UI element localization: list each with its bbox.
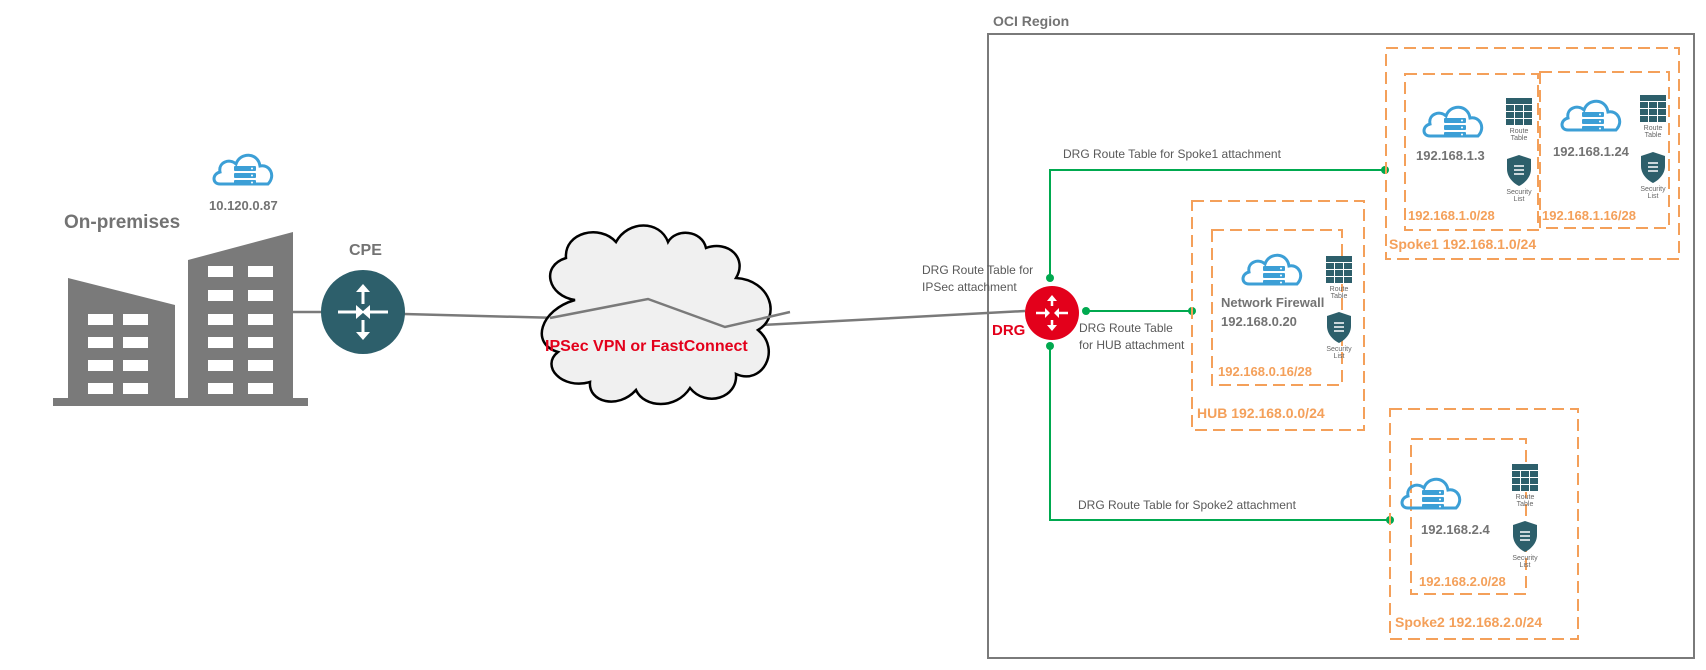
security-list-caption: Security List [1512, 555, 1538, 569]
route-ipsec-label: DRG Route Table for IPSec attachment [922, 263, 1034, 294]
route-table-icon [1512, 464, 1538, 492]
firewall-name: Network Firewall [1221, 295, 1325, 310]
spoke1b-cloud-server-icon [1560, 99, 1622, 133]
spoke1-vcn-label: Spoke1 192.168.1.0/24 [1389, 236, 1537, 252]
security-list-caption: Security List [1326, 346, 1352, 360]
oci-region-frame [987, 33, 1695, 659]
security-list-icon [1506, 154, 1532, 187]
hub-subnet-label: 192.168.0.16/28 [1218, 364, 1312, 379]
cpe-label: CPE [349, 242, 382, 259]
route-table-caption: Route Table [1329, 286, 1349, 300]
onprem-ip: 10.120.0.87 [209, 198, 278, 213]
spoke2-ip: 192.168.2.4 [1421, 522, 1490, 537]
drg-router-icon [1025, 286, 1079, 340]
route-table-icon [1640, 95, 1666, 123]
hub-vcn-label: HUB 192.168.0.0/24 [1197, 405, 1325, 421]
route-hub-label: DRG Route Table for HUB attachment [1079, 321, 1185, 352]
hub-vcn-box [1191, 200, 1365, 431]
route-table-caption: Route Table [1515, 494, 1535, 508]
onprem-cloud-server-icon [212, 153, 274, 187]
security-list-caption: Security List [1640, 186, 1666, 200]
spoke1a-subnet-label: 192.168.1.0/28 [1408, 208, 1495, 223]
spoke2-vcn-box [1389, 408, 1579, 640]
cloud-label: IPSec VPN or FastConnect [545, 338, 748, 355]
spoke2-subnet-label: 192.168.2.0/28 [1419, 574, 1506, 589]
firewall-ip: 192.168.0.20 [1221, 314, 1297, 329]
route-table-caption: Route Table [1643, 125, 1663, 139]
security-list-icon [1512, 520, 1538, 553]
spoke1a-cloud-server-icon [1422, 105, 1484, 139]
spoke2-vcn-label: Spoke2 192.168.2.0/24 [1395, 614, 1543, 630]
drg-route-lines [1049, 169, 1390, 521]
route-table-caption: Route Table [1509, 128, 1529, 142]
onprem-label: On-premises [64, 212, 181, 233]
oci-region-label: OCI Region [993, 13, 1070, 29]
route-spoke2-label: DRG Route Table for Spoke2 attachment [1078, 498, 1296, 512]
spoke1a-ip: 192.168.1.3 [1416, 148, 1485, 163]
security-list-icon [1640, 151, 1666, 184]
drg-label: DRG [992, 322, 1026, 339]
route-table-icon [1326, 256, 1352, 284]
spoke1-subnet-b-box [1539, 71, 1670, 229]
route-spoke1-label: DRG Route Table for Spoke1 attachment [1063, 147, 1281, 161]
spoke2-subnet-box [1410, 438, 1527, 595]
spoke1b-subnet-label: 192.168.1.16/28 [1542, 208, 1636, 223]
network-cloud-icon [540, 224, 772, 406]
spoke1-vcn-box [1385, 47, 1680, 260]
building-icon [53, 232, 308, 406]
security-list-caption: Security List [1506, 189, 1532, 203]
firewall-cloud-server-icon [1241, 253, 1303, 287]
route-table-icon [1506, 98, 1532, 126]
spoke1b-ip: 192.168.1.24 [1553, 144, 1629, 159]
hub-subnet-box [1211, 229, 1343, 386]
cpe-router-icon [321, 270, 405, 354]
security-list-icon [1326, 311, 1352, 344]
